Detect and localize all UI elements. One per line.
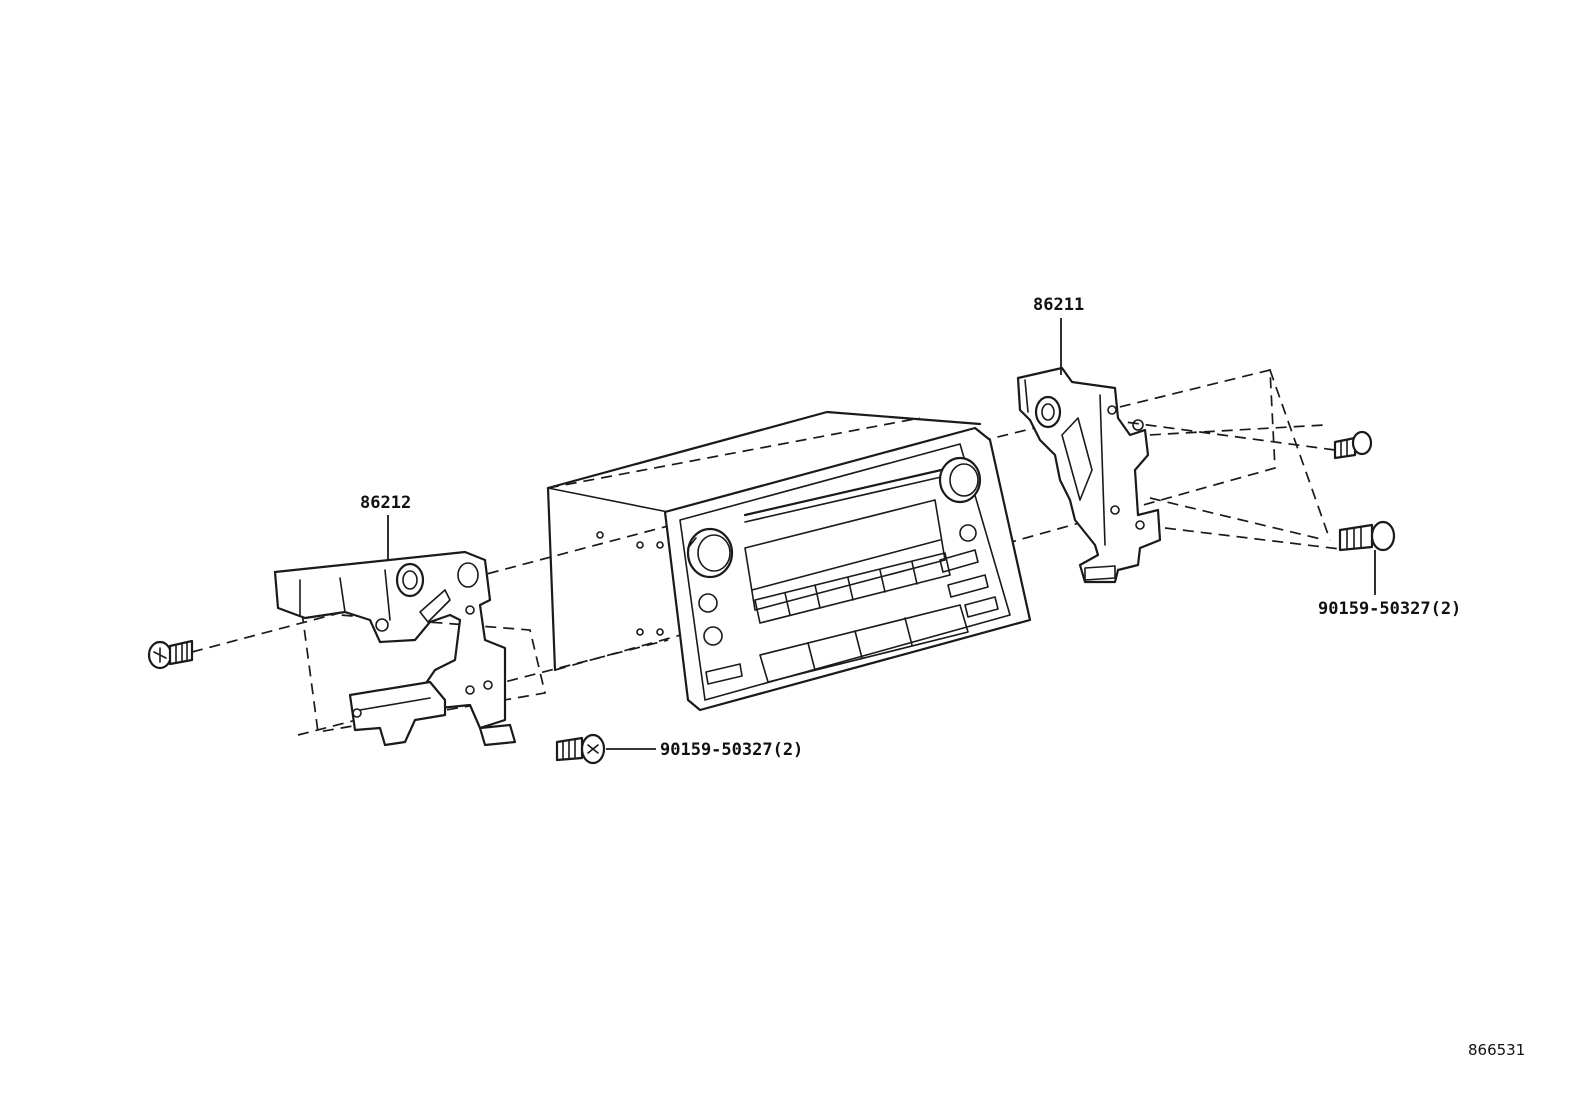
callout-bolt-left: 90159-50327(2)	[660, 740, 803, 760]
callout-bolt-right: 90159-50327(2)	[1318, 599, 1461, 619]
bolt-left-lower	[555, 733, 606, 765]
lower-buttons	[759, 604, 969, 683]
tuning-knob	[938, 456, 982, 504]
bolt-right-lower	[1338, 520, 1396, 552]
callout-86211: 86211	[1033, 295, 1084, 315]
leader-lines	[387, 318, 1376, 750]
bolt-left-upper	[147, 639, 194, 670]
bracket-right	[1016, 366, 1162, 584]
illustration-code: 866531	[1468, 1041, 1525, 1059]
preset-buttons	[754, 552, 951, 624]
callout-86212: 86212	[360, 493, 411, 513]
bracket-left	[273, 550, 517, 747]
volume-knob	[686, 527, 734, 579]
bolt-right-upper	[1333, 430, 1373, 460]
audio-head-unit	[546, 410, 1032, 712]
